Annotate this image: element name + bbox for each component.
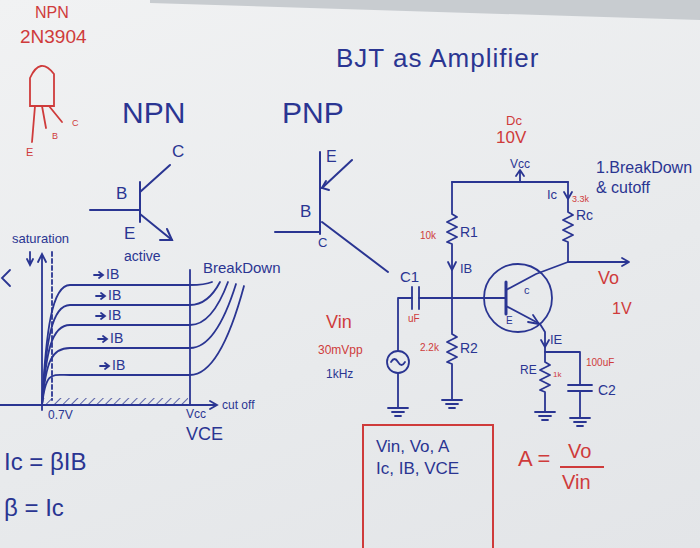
handwritten-label: PNP xyxy=(282,96,344,131)
handwritten-label: A = xyxy=(518,446,550,471)
handwritten-label: 30mVpp xyxy=(318,344,363,358)
handwritten-label: IB xyxy=(108,307,121,323)
handwritten-label: IB xyxy=(112,357,125,373)
handwritten-label: IB xyxy=(108,287,121,303)
handwritten-label: Ic = βIB xyxy=(4,448,87,476)
handwritten-label: Vcc xyxy=(510,158,530,172)
handwritten-label: R2 xyxy=(460,340,478,356)
handwritten-label: active xyxy=(124,248,161,264)
handwritten-label: 1k xyxy=(553,370,561,379)
handwritten-label: Rc xyxy=(576,207,593,223)
handwritten-label: E xyxy=(506,315,513,327)
handwritten-label: IB xyxy=(106,266,119,282)
package-sketch xyxy=(30,66,62,142)
amplifier-circuit xyxy=(387,170,629,426)
handwritten-label: B xyxy=(300,202,311,222)
handwritten-label: Vcc xyxy=(186,408,206,422)
board-title: BJT as Amplifier xyxy=(336,44,539,74)
handwritten-label: 2N3904 xyxy=(20,26,87,48)
handwritten-label: C xyxy=(318,236,327,251)
handwritten-label: E xyxy=(124,224,135,244)
handwritten-label: uF xyxy=(408,313,420,325)
handwritten-label: 1.BreakDown & cutoff xyxy=(596,158,696,198)
handwritten-label: 10V xyxy=(496,128,526,148)
fraction-bar xyxy=(560,466,604,468)
note-text: Vin, Vo, A xyxy=(376,436,449,458)
handwritten-label: Vin xyxy=(562,471,591,494)
handwritten-label: C1 xyxy=(400,268,419,285)
handwritten-label: saturation xyxy=(12,232,69,247)
handwritten-label: 1kHz xyxy=(326,368,353,382)
handwritten-label: E xyxy=(326,148,337,166)
note-text: Ic, IB, VCE xyxy=(376,458,459,480)
board-frame xyxy=(150,0,700,20)
cutoff-hatch xyxy=(44,398,188,404)
handwritten-label: Dc xyxy=(506,114,522,129)
handwritten-label: Vin xyxy=(326,312,352,333)
handwritten-label: RE xyxy=(520,364,537,378)
handwritten-label: Ic xyxy=(547,188,557,203)
handwritten-label: β = Ic xyxy=(4,494,64,522)
handwritten-label: E xyxy=(26,146,33,159)
handwritten-label: 0.7V xyxy=(48,409,73,423)
handwritten-label: 100uF xyxy=(586,357,614,369)
handwritten-label: 10k xyxy=(420,230,436,242)
handwritten-label: 2.2k xyxy=(420,342,439,354)
handwritten-label: BreakDown xyxy=(203,259,281,276)
handwritten-label: C xyxy=(172,142,184,162)
handwritten-label: C xyxy=(72,118,79,128)
handwritten-label: 3.3k xyxy=(572,194,589,204)
note-box: Vin, Vo, AIc, IB, VCE xyxy=(362,424,494,548)
handwritten-label: R1 xyxy=(460,224,478,240)
handwritten-label: IB xyxy=(460,262,472,277)
handwritten-label: IB xyxy=(110,330,123,346)
handwritten-label: Vo xyxy=(598,268,619,289)
handwritten-label: NPN xyxy=(122,96,185,131)
handwritten-label: 1V xyxy=(612,300,632,318)
handwritten-label: c xyxy=(524,284,530,297)
handwritten-label: C2 xyxy=(598,382,616,398)
pnp-symbol xyxy=(275,152,388,272)
handwritten-label: VCE xyxy=(186,424,223,445)
handwritten-label: B xyxy=(116,184,127,204)
handwritten-label: Vo xyxy=(568,440,591,463)
handwritten-label: cut off xyxy=(222,399,254,413)
handwritten-label: NPN xyxy=(35,4,69,22)
handwritten-label: B xyxy=(52,131,58,141)
handwritten-label: IE xyxy=(550,333,562,348)
